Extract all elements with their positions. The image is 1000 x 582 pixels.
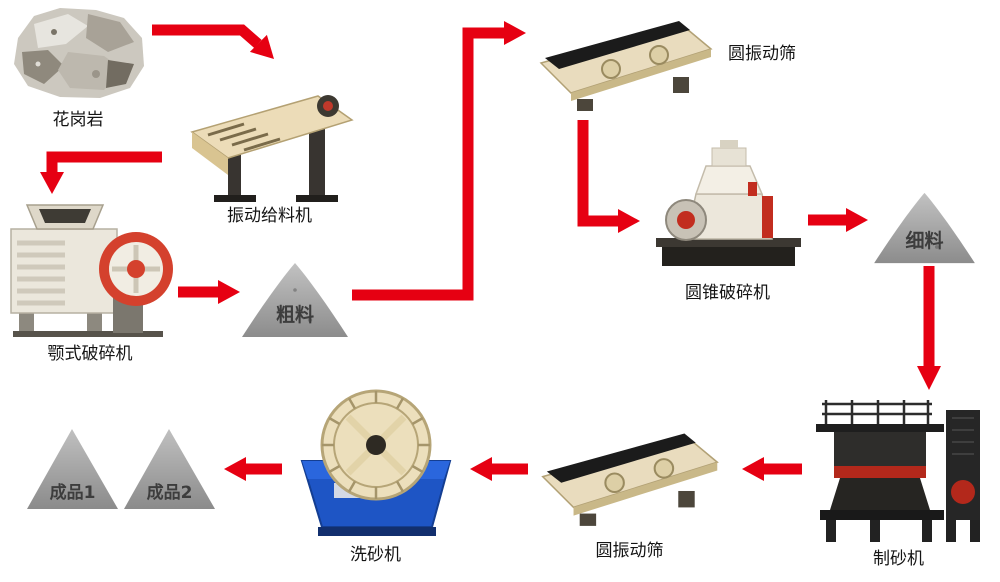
sand-maker-machine: [806, 396, 991, 546]
ladder: [952, 417, 974, 455]
product-2-pile: 成品2: [122, 426, 217, 511]
ribbed-panel: [17, 240, 65, 306]
screen-mesh-deck: [545, 21, 690, 69]
fine-material-pile: 细料: [872, 190, 977, 266]
sand-washer-machine: [288, 383, 463, 540]
granite-rock-illustration: [14, 8, 144, 98]
grizzly-bars: [207, 122, 281, 152]
hydraulic-cylinder: [762, 196, 773, 238]
coarse-material-label: 粗料: [275, 304, 314, 326]
sand-washer-label: 洗砂机: [350, 545, 401, 565]
screen-mesh-deck: [546, 433, 696, 483]
product-1-illustration: [27, 429, 118, 509]
product-1-pile: 成品1: [25, 426, 120, 511]
screen-top-label: 圆振动筛: [728, 44, 796, 64]
flywheel-icon: [99, 232, 173, 306]
vibrating-feeder-illustration: [190, 95, 354, 202]
sand-washer-illustration: [300, 389, 452, 536]
vibrating-feeder-machine: [182, 78, 357, 203]
vibrating-screen-top-illustration: [539, 21, 713, 111]
granite-photo: [8, 4, 148, 102]
vibrating-screen-bottom-illustration: [541, 433, 719, 526]
fine-pile-illustration: [874, 192, 975, 264]
product-2-label: 成品2: [146, 483, 193, 503]
arrow-cone-crusher-to-fine: [808, 208, 868, 232]
jaw-crusher-machine: [5, 193, 175, 338]
screen-bottom-label: 圆振动筛: [595, 541, 664, 561]
platform-railing: [822, 400, 932, 424]
arrow-granite-to-feeder: [152, 24, 274, 59]
bucket-wheel-icon: [320, 389, 432, 501]
arrow-screen-top-to-cone-crusher: [577, 120, 640, 233]
vibrating-screen-top-machine: [533, 3, 718, 115]
sand-maker-label: 制砂机: [873, 549, 924, 569]
arrow-screen-bottom-to-washer: [470, 457, 528, 481]
coarse-material-pile: 粗料: [240, 260, 350, 340]
arrow-feeder-to-jaw-crusher: [40, 151, 162, 194]
granite-label: 花岗岩: [52, 110, 104, 130]
arrow-coarse-to-screen-top: [352, 21, 526, 301]
jaw-crusher-label: 颚式破碎机: [47, 344, 133, 364]
arrow-washer-to-products: [224, 457, 282, 481]
fine-material-label: 细料: [905, 230, 944, 252]
cone-crusher-illustration: [656, 140, 801, 266]
feeder-label: 振动给料机: [227, 206, 312, 226]
arrow-sand-maker-to-screen-bottom: [742, 457, 802, 481]
arrow-fine-to-sand-maker: [917, 266, 941, 390]
product-1-label: 成品1: [49, 483, 96, 503]
cone-crusher-machine: [650, 136, 805, 271]
product-2-illustration: [124, 429, 215, 509]
sand-maker-illustration: [816, 400, 980, 542]
jaw-crusher-illustration: [10, 204, 173, 337]
coarse-pile-illustration: [242, 263, 348, 337]
cone-crusher-label: 圆锥破碎机: [685, 283, 770, 303]
arrow-jaw-crusher-to-coarse: [178, 280, 240, 304]
vibrating-screen-bottom-machine: [532, 415, 727, 530]
